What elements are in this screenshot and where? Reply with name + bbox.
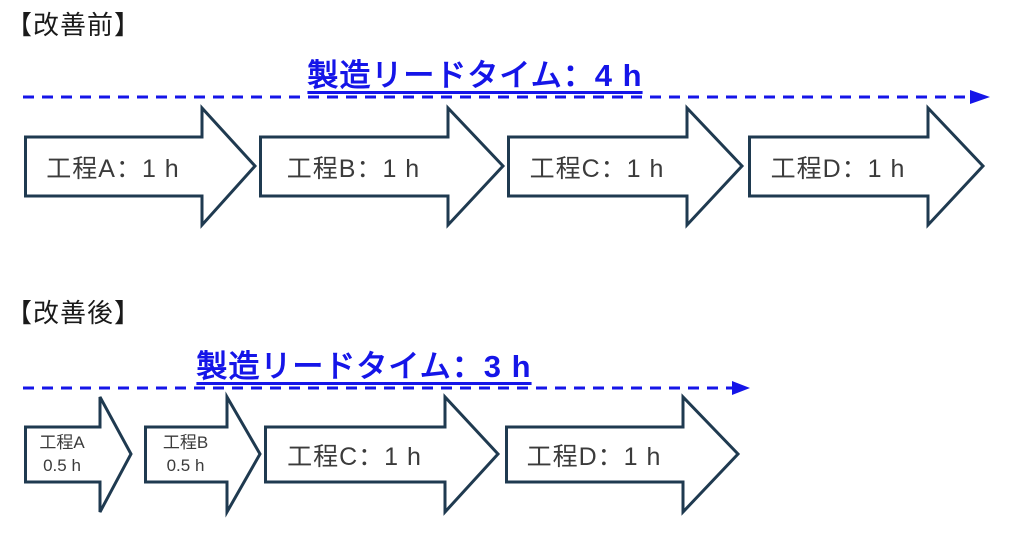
arrowhead-icon xyxy=(970,90,990,104)
before-process-c-label: 工程C：1 h xyxy=(529,154,665,183)
arrowhead-icon xyxy=(732,381,750,395)
arrow-shape xyxy=(144,391,262,518)
before-process-d-arrow xyxy=(748,104,986,229)
process-name: 工程B xyxy=(162,433,209,453)
before-process-c-arrow xyxy=(507,104,745,229)
before-process-a-arrow xyxy=(24,104,258,229)
after-lead-time-title: 製造リードタイム：3 h xyxy=(196,349,532,384)
after-process-b-label: 工程B 0.5 h xyxy=(144,427,227,482)
after-process-b-arrow xyxy=(144,391,262,518)
after-timeline-dashed-arrow xyxy=(23,381,750,395)
before-process-b-arrow xyxy=(259,104,506,229)
arrow-shape xyxy=(505,393,741,516)
arrow-shape xyxy=(259,104,506,229)
process-duration: 0.5 h xyxy=(43,455,81,475)
after-process-c-label: 工程C：1 h xyxy=(287,442,422,471)
before-lead-time-title: 製造リードタイム：4 h xyxy=(307,58,643,93)
before-process-d-label: 工程D：1 h xyxy=(770,154,906,183)
after-process-a-label: 工程A 0.5 h xyxy=(24,427,100,482)
before-process-a-label: 工程A：1 h xyxy=(46,154,180,183)
arrow-shape xyxy=(748,104,986,229)
before-process-b-label: 工程B：1 h xyxy=(286,154,421,183)
after-process-c-arrow xyxy=(264,393,501,516)
arrow-shape xyxy=(24,104,258,229)
before-section-label: 【改善前】 xyxy=(6,10,142,40)
after-process-d-label: 工程D：1 h xyxy=(526,442,662,471)
process-name: 工程A xyxy=(39,433,85,453)
after-process-a-arrow xyxy=(24,396,133,513)
arrow-shape xyxy=(264,393,501,516)
arrow-shape xyxy=(24,396,133,513)
process-duration: 0.5 h xyxy=(166,455,205,475)
after-process-d-arrow xyxy=(505,393,741,516)
after-section-label: 【改善後】 xyxy=(6,298,142,328)
before-timeline-dashed-arrow xyxy=(23,90,990,104)
arrow-shape xyxy=(507,104,745,229)
